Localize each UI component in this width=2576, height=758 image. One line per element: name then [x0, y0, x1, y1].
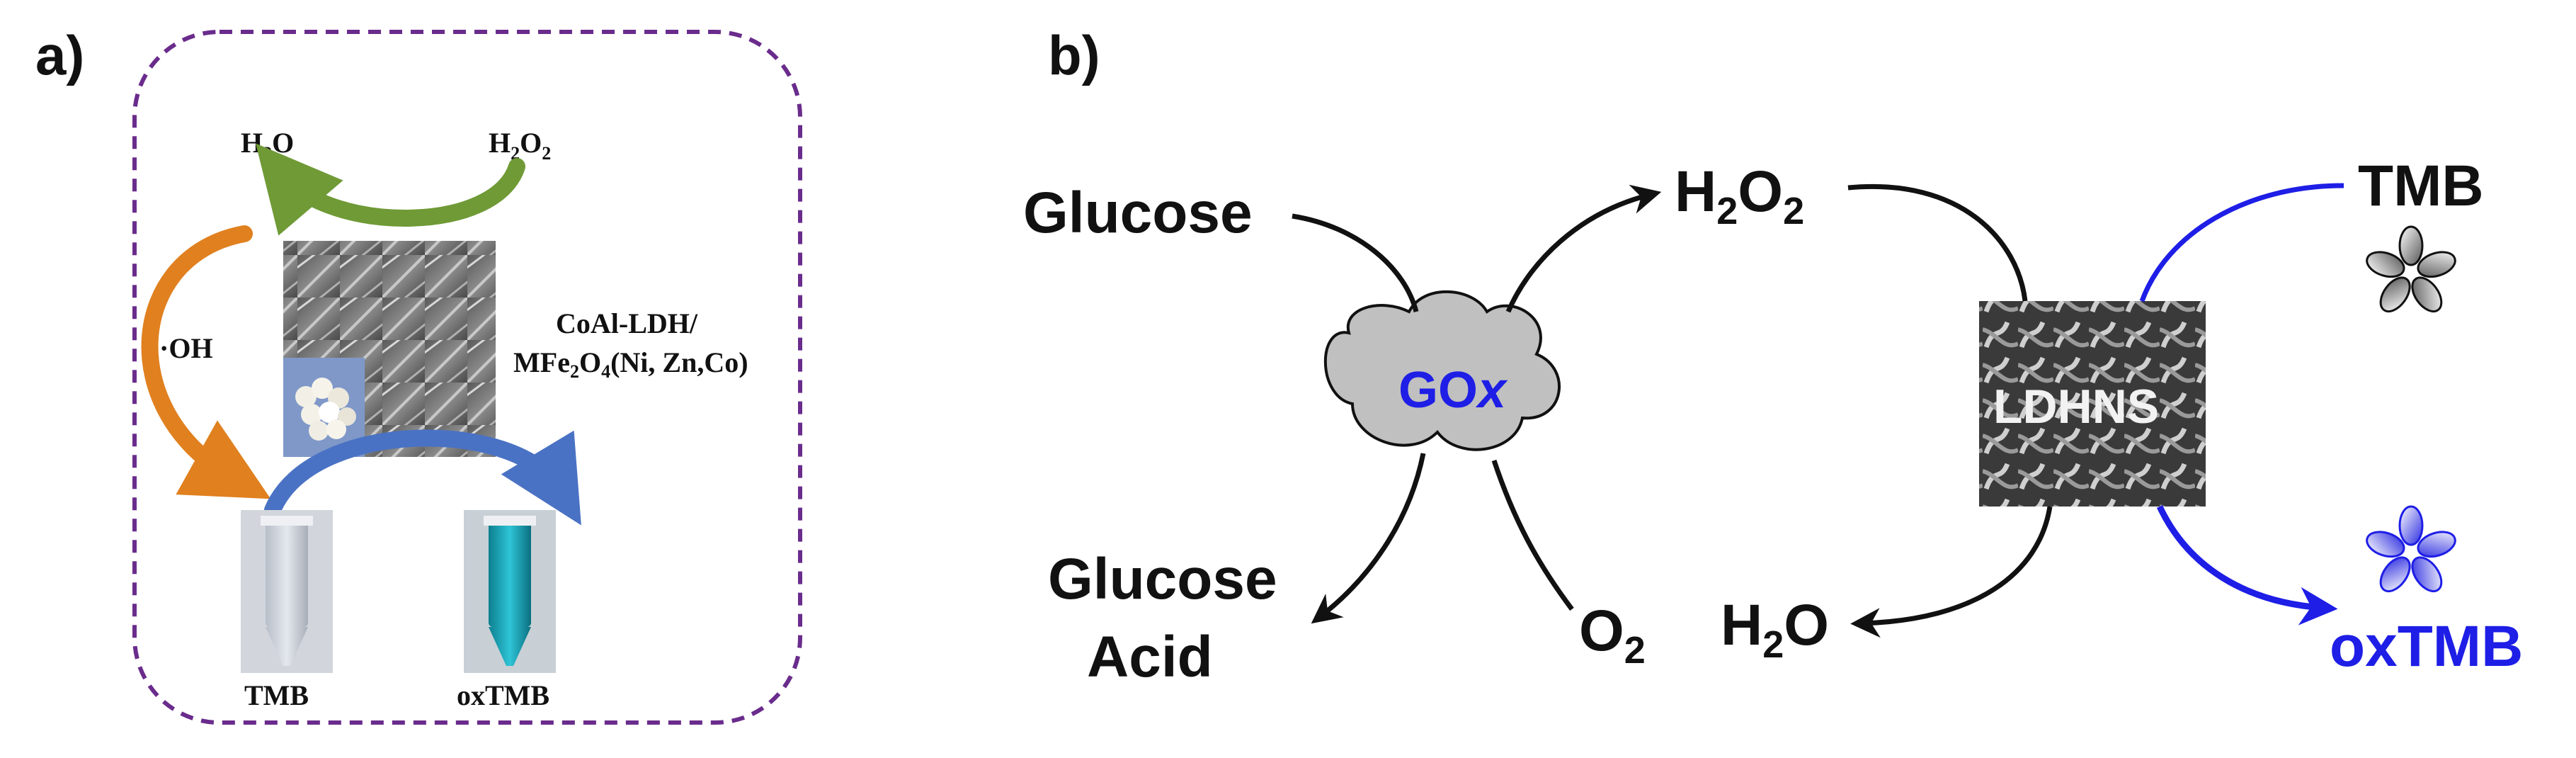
tmb-label-b: TMB: [2358, 154, 2484, 218]
ldhns-label: LDHNS: [1993, 380, 2159, 434]
oxygen-label: O2: [1579, 599, 1646, 672]
panel-a-border: [132, 30, 802, 725]
tmb-label-a: TMB: [244, 679, 309, 711]
peroxide-to-ldhns-line: [1847, 184, 2028, 302]
oxtmb-tube-photo: [464, 510, 556, 673]
gox-to-gluconic-arrow: [1311, 453, 1426, 624]
tmb-to-ldhns-line: [2139, 183, 2344, 302]
water-label-b: H2O: [1721, 593, 1829, 666]
gox-label: GOx: [1398, 362, 1508, 419]
blue-curved-arrow: [264, 429, 581, 526]
material-label-line1: CoAl-LDH/: [556, 307, 698, 339]
gluconic-label-line2: Acid: [1087, 625, 1213, 689]
peroxide-label-a: H2O2: [489, 127, 551, 164]
powder-inset: [295, 378, 356, 441]
glucose-label: Glucose: [1023, 181, 1253, 245]
panel-a-label: a): [35, 24, 84, 86]
sem-micrograph: [283, 241, 496, 457]
water-label-a: H2O: [241, 127, 294, 164]
gluconic-label-line1: Glucose: [1048, 547, 1277, 611]
ldhns-to-oxtmb-arrow: [2156, 505, 2338, 626]
gox-cloud: [1323, 290, 1561, 451]
oxygen-to-gox-line: [1491, 459, 1574, 611]
oxtmb-label-a: oxTMB: [457, 679, 549, 711]
peroxide-label-b: H2O2: [1675, 159, 1804, 232]
green-curved-arrow: [255, 143, 525, 236]
tmb-molecule-icon: [2366, 225, 2456, 313]
hydroxyl-radical-label: ·OH: [159, 332, 213, 364]
oxtmb-molecule-icon: [2366, 505, 2456, 593]
oxtmb-label-b: oxTMB: [2330, 614, 2523, 679]
orange-curved-arrow: [141, 225, 271, 499]
glucose-to-gox-line: [1292, 213, 1419, 312]
material-label-line2: MFe2O4(Ni, Zn,Co): [513, 346, 748, 382]
ldhns-to-water-arrow: [1850, 506, 2053, 638]
panel-b-label: b): [1048, 24, 1100, 86]
ldhns-image: [1979, 301, 2206, 507]
gox-to-peroxide-arrow: [1505, 184, 1662, 313]
tmb-tube-photo: [241, 510, 333, 673]
